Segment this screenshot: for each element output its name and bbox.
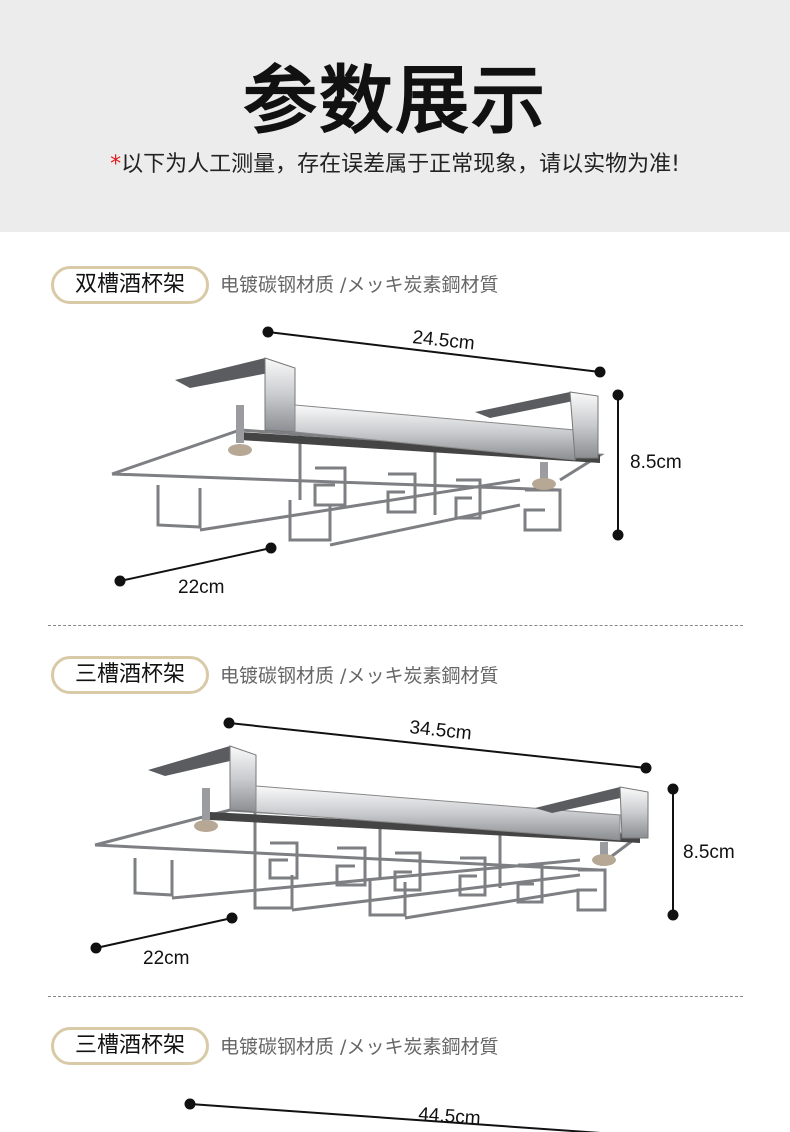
product-material: 电镀碳钢材质 /メッキ炭素鋼材質 — [220, 1036, 499, 1058]
product-material: 电镀碳钢材质 /メッキ炭素鋼材質 — [220, 274, 499, 296]
asterisk-mark: * — [110, 152, 122, 177]
rack-diagram-triple: 34.5cm 8.5cm 22cm — [90, 717, 735, 969]
dimension-height — [612, 389, 624, 541]
dimension-length — [262, 326, 606, 378]
product-badge: 三槽酒杯架 — [51, 656, 209, 694]
dimension-depth — [114, 542, 277, 587]
height-label: 8.5cm — [630, 452, 682, 473]
product-material: 电镀碳钢材质 /メッキ炭素鋼材質 — [220, 665, 499, 687]
header-banner: 参数展示 *以下为人工测量，存在误差属于正常现象，请以实物为准! — [0, 0, 790, 232]
dimension-depth — [90, 912, 238, 954]
product-badge: 双槽酒杯架 — [51, 266, 209, 304]
page-title: 参数展示 — [243, 58, 547, 144]
dimension-length — [223, 717, 652, 774]
dimension-height — [667, 783, 679, 921]
depth-label: 22cm — [143, 948, 189, 969]
section-divider — [48, 625, 743, 626]
disclaimer-note: *以下为人工测量，存在误差属于正常现象，请以实物为准! — [0, 150, 790, 180]
length-label: 44.5cm — [418, 1104, 482, 1129]
disclaimer-text: 以下为人工测量，存在误差属于正常现象，请以实物为准! — [121, 152, 680, 177]
rack-body — [148, 745, 649, 866]
height-label: 8.5cm — [683, 842, 735, 863]
dimension-length — [184, 1098, 601, 1132]
rack-diagram-double: 24.5cm 8.5cm 22cm — [111, 326, 682, 598]
product-badge: 三槽酒杯架 — [51, 1027, 209, 1065]
section-divider — [48, 996, 743, 997]
rack-body — [175, 357, 600, 490]
depth-label: 22cm — [178, 577, 224, 598]
